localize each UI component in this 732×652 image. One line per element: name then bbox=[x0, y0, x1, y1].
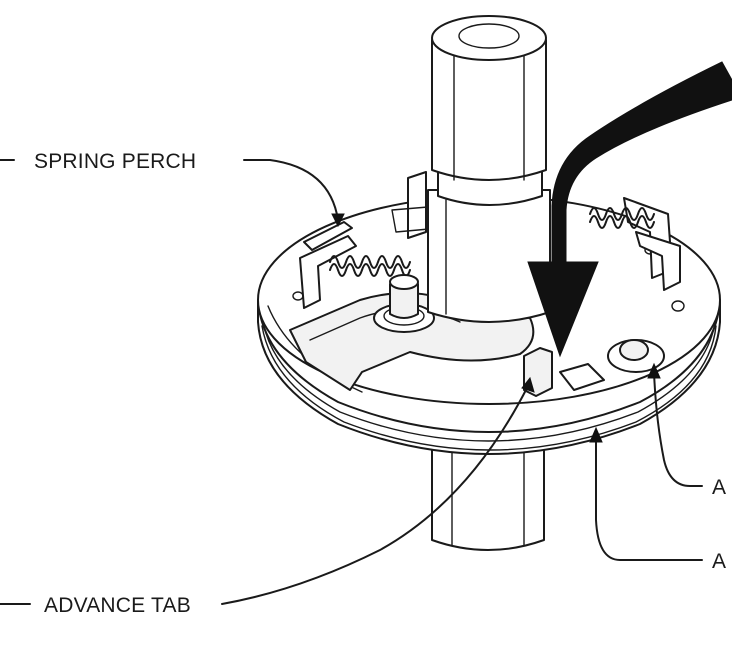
locating-screw bbox=[607, 339, 665, 373]
leader-spring-perch bbox=[243, 159, 339, 221]
central-shaft bbox=[427, 167, 551, 323]
leader-lines bbox=[0, 159, 703, 605]
leader-callout-2 bbox=[595, 435, 703, 561]
label-callout-2: A bbox=[712, 550, 726, 573]
label-advance-tab: ADVANCE TAB bbox=[44, 594, 191, 617]
lower-shaft bbox=[431, 439, 545, 551]
leader-advance-tab bbox=[221, 385, 529, 605]
label-callout-1: A bbox=[712, 476, 726, 499]
plate-hole-2 bbox=[671, 300, 685, 312]
rotation-arrow bbox=[527, 61, 732, 358]
pivot-pin bbox=[373, 274, 435, 333]
label-spring-perch: SPRING PERCH bbox=[34, 150, 196, 173]
hex-head bbox=[431, 15, 547, 181]
leader-callout-1 bbox=[653, 371, 703, 487]
bracket-left bbox=[299, 221, 357, 309]
spring-right bbox=[589, 207, 655, 229]
spring-left bbox=[329, 255, 411, 277]
bracket-rear bbox=[391, 171, 441, 239]
